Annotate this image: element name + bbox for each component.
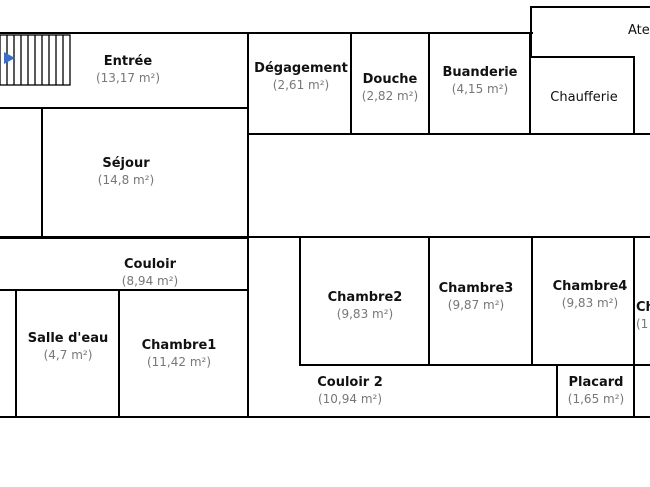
room-area: (1,65 m²) [567, 392, 625, 406]
room-chambre3: Chambre3 (9,87 m²) [430, 280, 522, 314]
room-area: (2,61 m²) [272, 78, 330, 92]
stair-arrow-icon [4, 52, 15, 64]
room-area: (9,83 m²) [336, 307, 394, 321]
room-chambre1: Chambre1 (11,42 m²) [134, 337, 224, 371]
room-buanderie: Buanderie (4,15 m²) [432, 64, 528, 98]
room-atelier: Ate [628, 22, 650, 39]
room-degagement: Dégagement (2,61 m²) [252, 60, 350, 94]
room-label: Chaufferie [550, 90, 618, 105]
room-area: (4,15 m²) [451, 82, 509, 96]
room-label: Chambre1 [141, 338, 217, 353]
room-area: (8,94 m²) [121, 274, 179, 288]
room-area: (9,87 m²) [447, 298, 505, 312]
room-area: (2,82 m²) [361, 89, 419, 103]
room-entree: Entrée (13,17 m²) [88, 53, 168, 87]
room-chambre4: Chambre4 (9,83 m²) [542, 278, 638, 312]
room-couloir: Couloir (8,94 m²) [108, 256, 192, 290]
room-area: (13,17 m²) [95, 71, 161, 85]
room-douche: Douche (2,82 m²) [352, 71, 428, 105]
room-area: (11,42 m²) [146, 355, 212, 369]
room-label: Buanderie [442, 65, 518, 80]
staircase-icon [0, 34, 71, 86]
room-area: (4,7 m²) [43, 348, 93, 362]
room-label: Ate [628, 23, 650, 38]
room-chambre2: Chambre2 (9,83 m²) [318, 289, 412, 323]
room-area: (9,83 m²) [561, 296, 619, 310]
room-label: Entrée [103, 54, 153, 69]
room-placard: Placard (1,65 m²) [559, 374, 633, 408]
room-area: (1 [636, 317, 649, 331]
room-area: (10,94 m²) [317, 392, 383, 406]
room-label: Chambre3 [438, 281, 514, 296]
room-label: Couloir 2 [317, 375, 383, 390]
room-chambre5: Ch (1 [636, 299, 650, 333]
room-chaufferie: Chaufferie [536, 89, 632, 106]
room-salle-eau: Salle d'eau (4,7 m²) [20, 330, 116, 364]
room-label: Séjour [102, 156, 150, 171]
room-label: Ch [636, 300, 650, 315]
room-label: Chambre4 [552, 279, 628, 294]
room-label: Chambre2 [327, 290, 403, 305]
room-label: Couloir [124, 257, 176, 272]
room-label: Dégagement [254, 61, 348, 76]
room-label: Douche [362, 72, 418, 87]
room-couloir-2: Couloir 2 (10,94 m²) [305, 374, 395, 408]
room-label: Placard [568, 375, 624, 390]
room-area: (14,8 m²) [97, 173, 155, 187]
room-sejour: Séjour (14,8 m²) [86, 155, 166, 189]
room-label: Salle d'eau [27, 331, 109, 346]
